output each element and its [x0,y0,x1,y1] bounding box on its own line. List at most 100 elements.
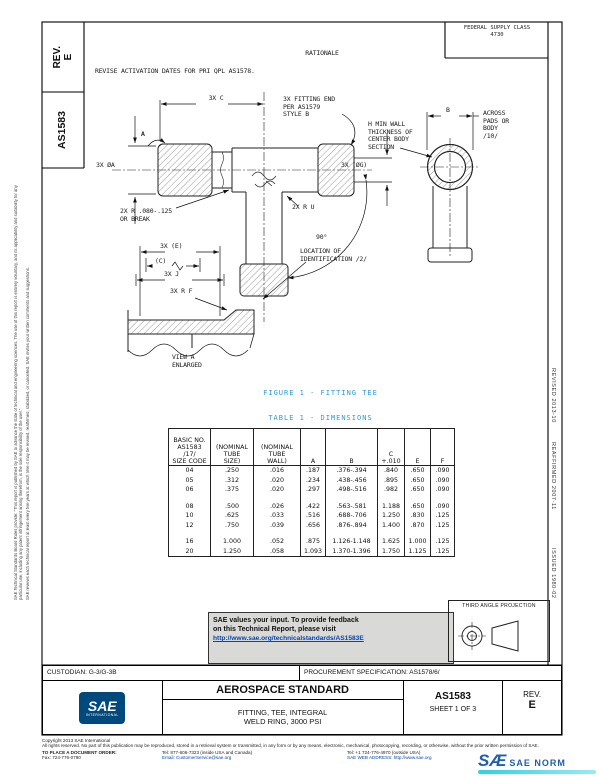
table-cell: .422 [300,501,326,511]
sae-web-link[interactable]: SAE WEB ADDRESS: http://www.sae.org [347,755,432,761]
table-cell [377,494,405,502]
table-cell: .498-.516 [325,485,378,495]
table-cell: 1.093 [300,546,326,557]
email-link[interactable]: Email: CustomerService@sae.org [162,755,232,761]
table-cell [300,494,326,502]
table-header-cell: C +.010 [377,428,405,466]
table-spacer-row [168,494,455,502]
table-cell: 05 [168,475,211,485]
table-cell: 10 [168,511,211,521]
third-angle-projection-symbol [458,620,519,652]
sae-logo: SAE INTERNATIONAL [79,692,126,724]
dim-3x-e: 3X (E) [160,242,183,250]
sae-norm-label: SAE NORM [509,758,566,768]
table-cell: .297 [300,485,326,495]
document-number-cell: AS1583 SHEET 1 OF 3 [404,681,504,735]
table-cell: .500 [210,501,254,511]
table-cell [404,494,431,502]
table-cell: 1.250 [377,511,405,521]
table-cell: .250 [210,465,254,476]
table-row: 04.250.016.187.376-.394.840.650.090 [168,465,455,476]
table-cell [430,494,455,502]
projection-box: THIRD ANGLE PROJECTION [448,600,550,662]
dim-c-paren: (C) [155,257,167,265]
angle-90: 90° [316,233,328,241]
dimensions-table: BASIC NO. AS1583 /17/ SIZE CODE (NOMINAL… [168,428,455,557]
tel-outside: Tel: +1 724-776-4970 (outside USA) [347,749,421,755]
table-caption: TABLE 1 - DIMENSIONS [268,414,373,422]
table-cell: .870 [404,520,431,530]
table-cell: .020 [253,485,301,495]
table-cell: 1.188 [377,501,405,511]
table-cell [404,530,431,537]
issued-date: ISSUED 1980-02 [550,548,556,599]
table-cell [325,494,378,502]
table-cell: .656 [300,520,326,530]
table-cell: .650 [404,465,431,476]
table-row: 06.375.020.297.498-.516.982.650.090 [168,485,455,495]
table-cell: .625 [210,511,254,521]
table-cell: 04 [168,465,211,476]
table-cell: .026 [253,501,301,511]
fsc-title: FEDERAL SUPPLY CLASS [463,25,531,31]
table-cell [210,494,254,502]
document-number: AS1583 [434,691,471,702]
order-label: TO PLACE A DOCUMENT ORDER: [42,749,117,755]
rationale-title: RATIONALE [305,49,339,57]
procurement-cell: PROCUREMENT SPECIFICATION: AS1578/6/ [304,669,440,676]
dim-b: B [446,106,450,114]
tel-inside: Tel: 877-606-7323 (inside USA and Canada… [162,749,253,755]
table-cell: .020 [253,475,301,485]
table-cell [253,530,301,537]
dim-3x-c: 3X C [208,94,224,102]
view-a-dimensions [135,246,228,316]
table-cell: 12 [168,520,211,530]
rights-line: All rights reserved. No part of this pub… [42,743,539,749]
main-view-dimensions [128,100,392,300]
table-cell: 1.125 [404,546,431,557]
table-header-cell: F [430,428,455,466]
table-cell [325,530,378,537]
table-header-row: BASIC NO. AS1583 /17/ SIZE CODE (NOMINAL… [168,428,455,466]
table-cell: .830 [404,511,431,521]
table-cell: .125 [430,511,455,521]
feedback-line2: on this Technical Report, please visit [213,626,336,633]
view-a-enlarged [127,309,255,357]
table-cell [377,530,405,537]
document-title-line1: FITTING, TEE, INTEGRAL [237,708,328,717]
table-cell [430,530,455,537]
footer: Copyright 2013 SAE International All rig… [42,738,562,761]
table-cell [300,530,326,537]
sae-logo-text: SAE [87,698,117,714]
table-cell: .650 [404,475,431,485]
dim-2x-r-u: 2X R U [292,203,315,211]
fax-number: Fax: 724-776-0790 [42,755,81,761]
dim-3x-j: 3X J [164,270,179,278]
dim-3x-r-f: 3X R F [170,287,193,295]
table-cell: 06 [168,485,211,495]
table-cell: 1.126-1.148 [325,537,378,547]
standard-title-cell: AEROSPACE STANDARD FITTING, TEE, INTEGRA… [162,681,404,735]
table-spacer-row [168,530,455,537]
table-cell: .516 [300,511,326,521]
section-view-dimensions [399,112,479,158]
table-cell: .016 [253,465,301,476]
table-cell: .438-.456 [325,475,378,485]
custodian-cell: CUSTODIAN: G-3/G-3B [43,666,301,680]
table-cell: .125 [430,537,455,547]
feedback-url-link[interactable]: http://www.sae.org/technicalstandards/AS… [213,635,364,642]
table-cell: 1.000 [404,537,431,547]
dim-3x-dia-g: 3X (ØG) [341,161,367,169]
table-cell: 1.370-1.396 [325,546,378,557]
dim-3x-dia-a: 3X ØA [96,161,115,169]
table-cell: .090 [430,475,455,485]
table-cell: 20 [168,546,211,557]
table-cell: .039 [253,520,301,530]
view-a-arrow-label: A [141,130,145,138]
revision-value: E [528,699,536,711]
